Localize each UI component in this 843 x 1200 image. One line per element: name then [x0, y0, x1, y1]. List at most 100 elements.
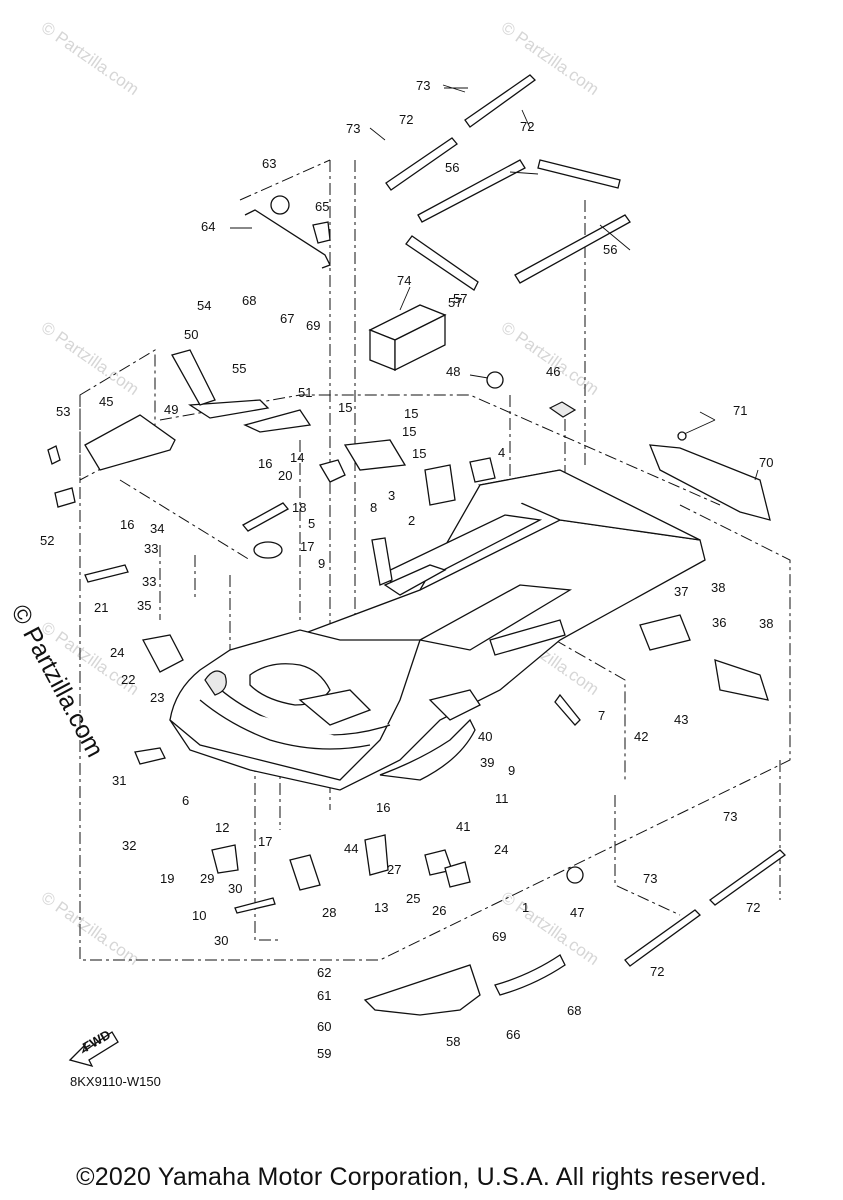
callout-60: 60	[317, 1019, 331, 1034]
callout-20: 20	[278, 468, 292, 483]
callout-28: 28	[322, 905, 336, 920]
callout-15: 15	[404, 406, 418, 421]
callout-71: 71	[733, 403, 747, 418]
callout-15: 15	[402, 424, 416, 439]
callout-24: 24	[110, 645, 124, 660]
diagram-code: 8KX9110-W150	[70, 1074, 161, 1089]
callout-11: 11	[495, 791, 509, 806]
callout-45: 45	[99, 394, 113, 409]
callout-13: 13	[374, 900, 388, 915]
callout-36: 36	[712, 615, 726, 630]
callout-8: 8	[370, 500, 377, 515]
callout-26: 26	[432, 903, 446, 918]
callout-73: 73	[416, 78, 430, 93]
callout-54: 54	[197, 298, 211, 313]
frame-assembly	[169, 469, 706, 791]
leader-lines	[230, 84, 759, 481]
callout-9: 9	[318, 556, 325, 571]
callout-67: 67	[280, 311, 294, 326]
callout-31: 31	[112, 773, 126, 788]
callout-40: 40	[478, 729, 492, 744]
callout-38: 38	[759, 616, 773, 631]
faint-watermark: © Partzilla.com	[38, 318, 143, 399]
callout-29: 29	[200, 871, 214, 886]
callout-22: 22	[121, 672, 135, 687]
callout-50: 50	[184, 327, 198, 342]
callout-18: 18	[292, 500, 306, 515]
callout-46: 46	[546, 364, 560, 379]
callout-72: 72	[520, 119, 534, 134]
callout-15: 15	[338, 400, 352, 415]
callout-61: 61	[317, 988, 331, 1003]
faint-watermark: © Partzilla.com	[498, 888, 603, 969]
callout-7: 7	[598, 708, 605, 723]
callout-21: 21	[94, 600, 108, 615]
callout-19: 19	[160, 871, 174, 886]
callout-30: 30	[228, 881, 242, 896]
callout-33: 33	[142, 574, 156, 589]
callout-47: 47	[570, 905, 584, 920]
callout-14: 14	[290, 450, 304, 465]
callout-16: 16	[258, 456, 272, 471]
callout-72: 72	[746, 900, 760, 915]
callout-57: 57	[453, 291, 467, 306]
callout-17: 17	[300, 539, 314, 554]
callout-10: 10	[192, 908, 206, 923]
callout-52: 52	[40, 533, 54, 548]
callout-59: 59	[317, 1046, 331, 1061]
faint-watermark: © Partzilla.com	[498, 318, 603, 399]
callout-48: 48	[446, 364, 460, 379]
copyright: ©2020 Yamaha Motor Corporation, U.S.A. A…	[76, 1163, 767, 1191]
callout-5: 5	[308, 516, 315, 531]
callout-49: 49	[164, 402, 178, 417]
callout-32: 32	[122, 838, 136, 853]
callout-1: 1	[522, 900, 529, 915]
callout-51: 51	[298, 385, 312, 400]
callout-30: 30	[214, 933, 228, 948]
callout-15: 15	[412, 446, 426, 461]
callout-74: 74	[397, 273, 411, 288]
callout-27: 27	[387, 862, 401, 877]
callout-64: 64	[201, 219, 215, 234]
callout-6: 6	[182, 793, 189, 808]
faint-watermark: © Partzilla.com	[38, 18, 143, 99]
callout-16: 16	[120, 517, 134, 532]
callout-58: 58	[446, 1034, 460, 1049]
callout-3: 3	[388, 488, 395, 503]
callout-labels: 1234567899101112131415151515161616171718…	[40, 78, 773, 1061]
parts-shapes	[47, 74, 787, 1068]
callout-24: 24	[494, 842, 508, 857]
callout-34: 34	[150, 521, 164, 536]
callout-63: 63	[262, 156, 276, 171]
callout-70: 70	[759, 455, 773, 470]
callout-62: 62	[317, 965, 331, 980]
callout-2: 2	[408, 513, 415, 528]
callout-66: 66	[506, 1027, 520, 1042]
callout-25: 25	[406, 891, 420, 906]
callout-42: 42	[634, 729, 648, 744]
callout-56: 56	[603, 242, 617, 257]
callout-72: 72	[650, 964, 664, 979]
callout-57: 57	[448, 295, 462, 310]
callout-17: 17	[258, 834, 272, 849]
callout-12: 12	[215, 820, 229, 835]
callout-33: 33	[144, 541, 158, 556]
faint-watermark: © Partzilla.com	[38, 888, 143, 969]
callout-43: 43	[674, 712, 688, 727]
callout-73: 73	[346, 121, 360, 136]
callout-41: 41	[456, 819, 470, 834]
callout-35: 35	[137, 598, 151, 613]
callout-69: 69	[492, 929, 506, 944]
callout-65: 65	[315, 199, 329, 214]
callout-23: 23	[150, 690, 164, 705]
callout-53: 53	[56, 404, 70, 419]
callout-68: 68	[567, 1003, 581, 1018]
callout-72: 72	[399, 112, 413, 127]
callout-38: 38	[711, 580, 725, 595]
callout-73: 73	[723, 809, 737, 824]
callout-69: 69	[306, 318, 320, 333]
callout-56: 56	[445, 160, 459, 175]
callout-73: 73	[643, 871, 657, 886]
callout-4: 4	[498, 445, 505, 460]
callout-44: 44	[344, 841, 358, 856]
